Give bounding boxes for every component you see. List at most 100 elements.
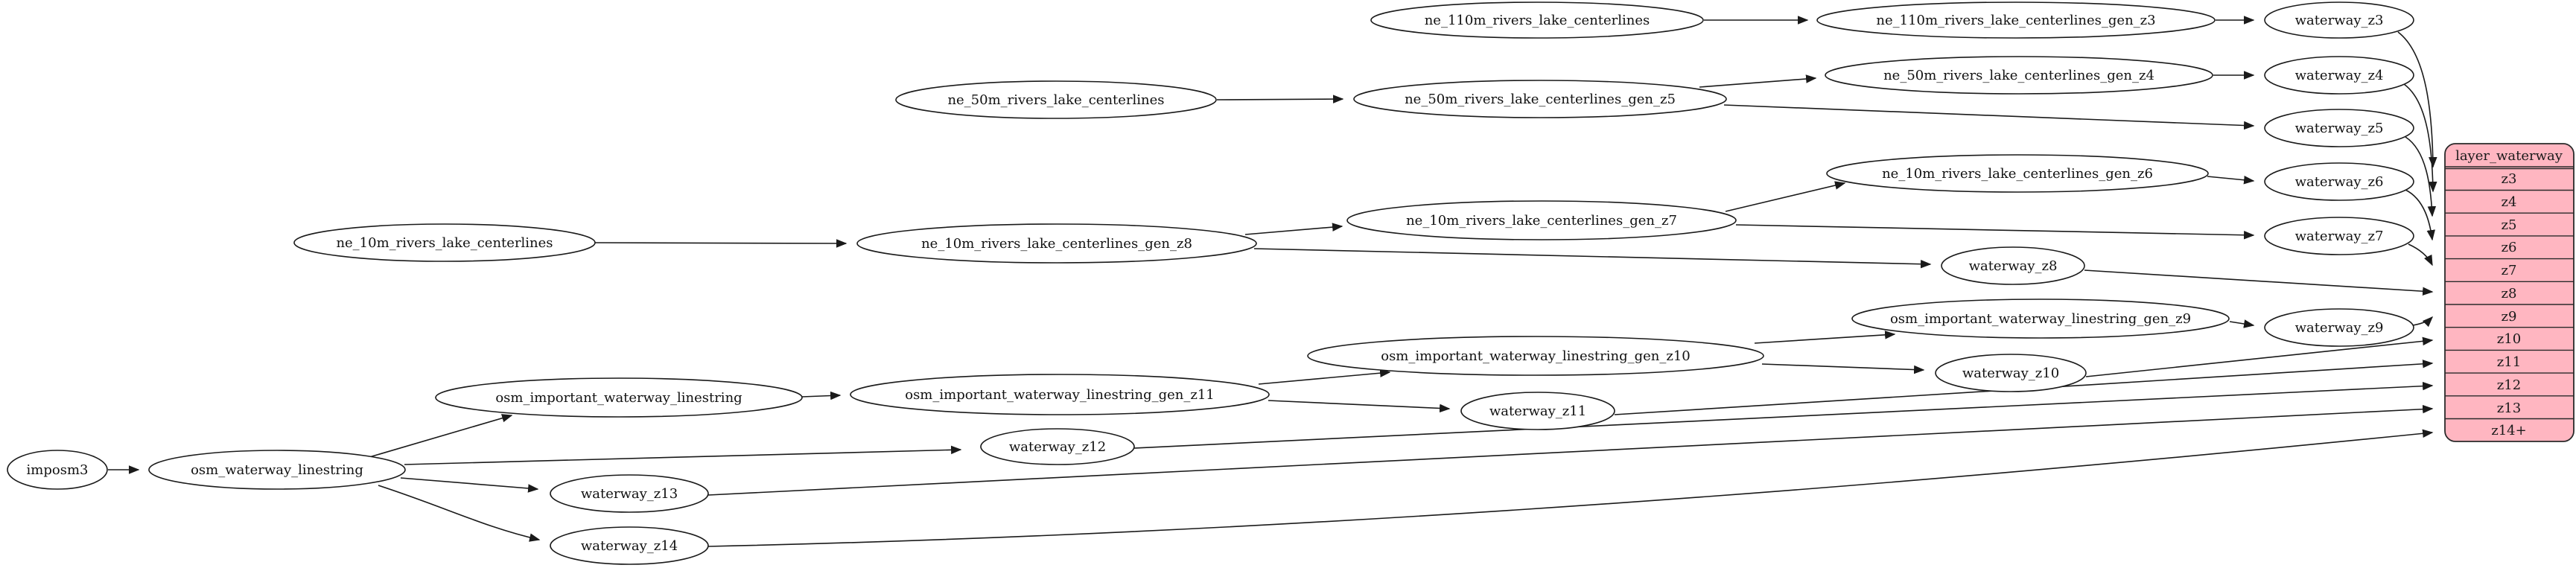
node-label: waterway_z11 xyxy=(1489,403,1586,419)
edge-waterway-z8-to-layer-z8 xyxy=(2084,269,2434,296)
edge-gen-z6-to-waterway-z6 xyxy=(2207,176,2255,185)
node-waterway-z11: waterway_z11 xyxy=(1460,392,1615,430)
node-ne-50m-rivers-lake-centerlines: ne_50m_rivers_lake_centerlines xyxy=(895,80,1217,119)
node-ne-50m-rivers-lake-centerlines-gen-z5: ne_50m_rivers_lake_centerlines_gen_z5 xyxy=(1353,80,1727,118)
node-ne-10m-rivers-lake-centerlines-gen-z8: ne_10m_rivers_lake_centerlines_gen_z8 xyxy=(856,223,1257,264)
node-label: ne_50m_rivers_lake_centerlines xyxy=(947,92,1164,108)
edge-gen-z11-to-waterway-z11 xyxy=(1268,400,1451,413)
edge-gen-z5-to-gen-z4 xyxy=(1699,74,1817,88)
node-osm-important-waterway-linestring-gen-z11: osm_important_waterway_linestring_gen_z1… xyxy=(850,374,1270,415)
record-row-z10: z10 xyxy=(2497,331,2521,347)
node-label: ne_10m_rivers_lake_centerlines_gen_z7 xyxy=(1406,213,1677,229)
edge-gen-z8-to-waterway-z8 xyxy=(1253,248,1932,269)
node-osm-waterway-linestring: osm_waterway_linestring xyxy=(148,450,406,490)
record-row-z4: z4 xyxy=(2502,194,2517,210)
edge-osm-important-to-gen-z11 xyxy=(801,391,842,401)
node-label: imposm3 xyxy=(27,462,89,478)
node-label: waterway_z8 xyxy=(1969,258,2058,274)
node-ne-10m-rivers-lake-centerlines-gen-z7: ne_10m_rivers_lake_centerlines_gen_z7 xyxy=(1346,200,1737,240)
edge-gen-z7-to-gen-z6 xyxy=(1725,181,1846,212)
edge-osm-waterway-to-waterway-z12 xyxy=(404,445,962,465)
edge-waterway-z14-to-layer-z14 xyxy=(707,429,2434,547)
edges xyxy=(108,16,2437,547)
edge-gen-z8-to-gen-z7 xyxy=(1244,223,1343,235)
node-label: waterway_z7 xyxy=(2295,229,2384,244)
nodes: imposm3 osm_waterway_linestring osm_impo… xyxy=(7,1,2414,565)
node-label: waterway_z12 xyxy=(1009,439,1106,455)
node-waterway-z8: waterway_z8 xyxy=(1941,246,2085,285)
edge-osm-waterway-to-waterway-z14 xyxy=(378,485,541,542)
edge-waterway-z12-to-layer-z12 xyxy=(1133,381,2434,449)
edge-gen-z11-to-gen-z10 xyxy=(1258,368,1391,385)
edge-gen-z10-to-gen-z9 xyxy=(1754,331,1896,344)
node-label: ne_10m_rivers_lake_centerlines_gen_z6 xyxy=(1882,166,2153,182)
node-label: waterway_z4 xyxy=(2295,68,2384,83)
edge-waterway-z5-to-layer-z5 xyxy=(2405,136,2437,217)
record-row-z3: z3 xyxy=(2502,171,2517,187)
edge-waterway-z3-to-layer-z3 xyxy=(2397,31,2437,168)
record-row-z7: z7 xyxy=(2502,263,2517,278)
node-label: waterway_z9 xyxy=(2295,320,2384,336)
node-label: waterway_z5 xyxy=(2295,121,2384,136)
node-label: ne_50m_rivers_lake_centerlines_gen_z5 xyxy=(1405,92,1676,107)
edge-osm-waterway-to-osm-important xyxy=(369,414,513,458)
record-row-z12: z12 xyxy=(2497,377,2521,393)
node-osm-important-waterway-linestring-gen-z10: osm_important_waterway_linestring_gen_z1… xyxy=(1307,336,1764,376)
edge-gen-z7-to-waterway-z7 xyxy=(1735,224,2255,240)
edge-gen-z9-to-waterway-z9 xyxy=(2229,319,2255,328)
record-row-z5: z5 xyxy=(2502,217,2517,233)
edge-waterway-z13-to-layer-z13 xyxy=(707,404,2434,496)
node-waterway-z6: waterway_z6 xyxy=(2264,162,2414,201)
record-row-z6: z6 xyxy=(2502,240,2517,255)
node-ne-110m-rivers-lake-centerlines: ne_110m_rivers_lake_centerlines xyxy=(1370,1,1704,39)
node-osm-important-waterway-linestring: osm_important_waterway_linestring xyxy=(435,377,803,418)
edge-gen-z10-to-waterway-z10 xyxy=(1761,363,1925,374)
record-node-layer-waterway: layer_waterway z3 z4 z5 z6 z7 z8 z9 z10 … xyxy=(2444,143,2575,442)
node-label: osm_important_waterway_linestring_gen_z1… xyxy=(1381,348,1691,364)
node-waterway-z4: waterway_z4 xyxy=(2264,56,2414,95)
node-osm-important-waterway-linestring-gen-z9: osm_important_waterway_linestring_gen_z9 xyxy=(1851,299,2230,339)
node-waterway-z7: waterway_z7 xyxy=(2264,217,2414,255)
node-ne-110m-rivers-lake-centerlines-gen-z3: ne_110m_rivers_lake_centerlines_gen_z3 xyxy=(1816,1,2216,39)
node-waterway-z3: waterway_z3 xyxy=(2264,1,2414,39)
node-label: osm_important_waterway_linestring_gen_z9 xyxy=(1890,311,2191,327)
record-row-z8: z8 xyxy=(2502,286,2517,301)
record-row-z14: z14+ xyxy=(2491,423,2526,438)
node-waterway-z5: waterway_z5 xyxy=(2264,109,2414,147)
node-label: osm_important_waterway_linestring xyxy=(495,390,742,406)
edge-waterway-z10-to-layer-z10 xyxy=(2085,336,2434,377)
node-ne-10m-rivers-lake-centerlines-gen-z6: ne_10m_rivers_lake_centerlines_gen_z6 xyxy=(1826,154,2209,193)
record-row-z13: z13 xyxy=(2497,401,2521,416)
node-label: ne_10m_rivers_lake_centerlines xyxy=(336,235,553,251)
node-waterway-z14: waterway_z14 xyxy=(550,526,709,565)
edge-waterway-z6-to-layer-z6 xyxy=(2405,189,2435,241)
node-label: waterway_z13 xyxy=(581,486,678,502)
node-waterway-z9: waterway_z9 xyxy=(2264,308,2414,347)
record-row-z11: z11 xyxy=(2497,354,2521,370)
record-title: layer_waterway xyxy=(2455,148,2563,164)
node-ne-10m-rivers-lake-centerlines: ne_10m_rivers_lake_centerlines xyxy=(293,223,596,262)
node-label: waterway_z6 xyxy=(2295,174,2384,190)
node-imposm3: imposm3 xyxy=(7,450,108,490)
node-waterway-z12: waterway_z12 xyxy=(980,428,1135,465)
edge-gen-z5-to-waterway-z5 xyxy=(1723,104,2255,130)
record-row-z9: z9 xyxy=(2502,309,2517,325)
node-ne-50m-rivers-lake-centerlines-gen-z4: ne_50m_rivers_lake_centerlines_gen_z4 xyxy=(1825,56,2213,95)
node-label: ne_50m_rivers_lake_centerlines_gen_z4 xyxy=(1883,68,2154,83)
node-label: ne_10m_rivers_lake_centerlines_gen_z8 xyxy=(921,236,1192,252)
node-label: waterway_z10 xyxy=(1962,366,2059,381)
node-label: osm_waterway_linestring xyxy=(191,462,363,478)
node-label: waterway_z14 xyxy=(581,538,678,554)
node-label: ne_110m_rivers_lake_centerlines xyxy=(1425,13,1650,28)
node-label: waterway_z3 xyxy=(2295,13,2384,28)
edge-ne50m-to-gen-z5 xyxy=(1216,95,1344,103)
node-waterway-z10: waterway_z10 xyxy=(1935,354,2087,392)
edge-waterway-z7-to-layer-z7 xyxy=(2408,243,2433,267)
node-label: osm_important_waterway_linestring_gen_z1… xyxy=(905,387,1215,403)
node-waterway-z13: waterway_z13 xyxy=(550,474,709,513)
node-label: ne_110m_rivers_lake_centerlines_gen_z3 xyxy=(1876,13,2155,28)
edge-waterway-z9-to-layer-z9 xyxy=(2412,316,2434,328)
edge-waterway-z4-to-layer-z4 xyxy=(2403,83,2437,193)
